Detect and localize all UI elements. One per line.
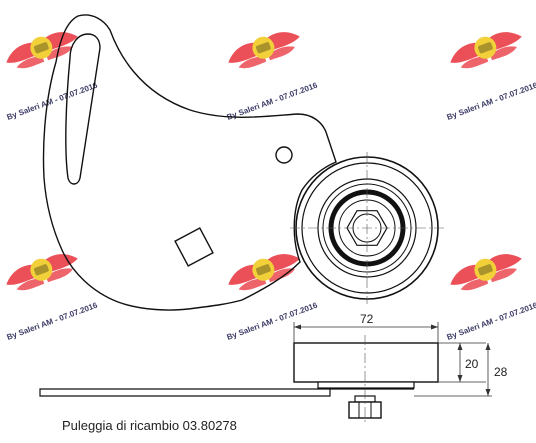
tensioner-bracket-outline bbox=[42, 14, 337, 311]
bracket-plate-side bbox=[39, 388, 331, 397]
watermark-text-4: By Saleri AM - 07.07.2016 bbox=[6, 300, 100, 341]
pulley-side-view bbox=[293, 342, 439, 383]
watermark-logo-1 bbox=[1, 24, 82, 75]
watermark-logo-6 bbox=[445, 246, 526, 297]
dim-width-arrow-left bbox=[294, 324, 301, 330]
watermark-text-6: By Saleri AM - 07.07.2016 bbox=[446, 300, 536, 341]
adjustment-slot bbox=[65, 33, 101, 185]
watermark-logo-4 bbox=[1, 246, 82, 297]
dim-h28-label: 28 bbox=[494, 365, 508, 379]
dim-h20-label: 20 bbox=[465, 357, 479, 371]
watermark-text-5: By Saleri AM - 07.07.2016 bbox=[226, 300, 320, 341]
dim-h20-arrow-top bbox=[457, 343, 463, 350]
dim-h28-arrow-bottom bbox=[485, 389, 491, 396]
watermark-logo-3 bbox=[445, 24, 526, 75]
watermark-text-1: By Saleri AM - 07.07.2016 bbox=[6, 80, 100, 121]
part-caption: Puleggia di ricambio 03.80278 bbox=[62, 418, 237, 433]
dim-width-arrow-right bbox=[431, 324, 438, 330]
square-hole bbox=[174, 227, 214, 267]
dim-h20-arrow-bottom bbox=[457, 375, 463, 382]
dim-width-label: 72 bbox=[360, 312, 374, 326]
mounting-hole bbox=[275, 146, 293, 164]
pulley-hub-side bbox=[317, 381, 415, 389]
watermark-logo-2 bbox=[223, 24, 304, 75]
dim-h28-arrow-top bbox=[485, 343, 491, 350]
watermark-text-3: By Saleri AM - 07.07.2016 bbox=[446, 80, 536, 121]
